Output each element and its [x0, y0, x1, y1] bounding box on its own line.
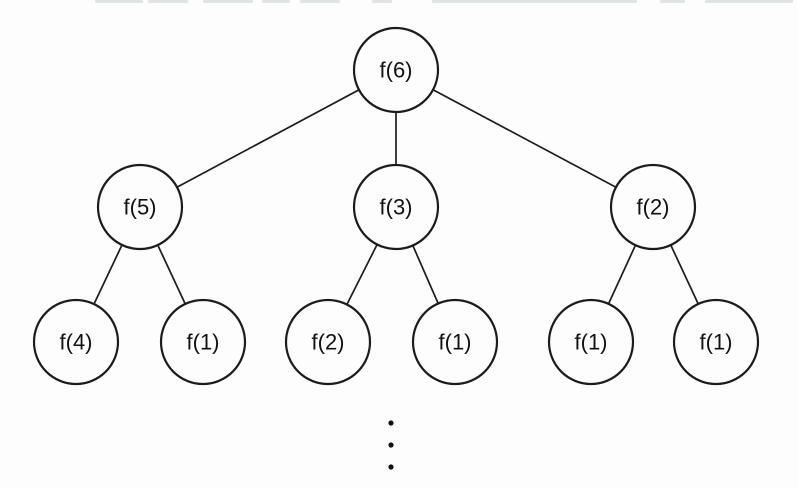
node-circle [159, 298, 247, 386]
node-label: f(1) [439, 330, 472, 355]
scan-artifact-6 [432, 0, 637, 3]
node-label: f(6) [380, 58, 413, 83]
node-label: f(5) [124, 195, 157, 220]
node-label: f(1) [187, 330, 220, 355]
scan-artifact-8 [705, 0, 793, 3]
node-label: f(1) [700, 330, 733, 355]
tree-edge-n0-n1 [139, 69, 397, 208]
tree-node-n7: f(1) [411, 298, 499, 386]
scan-artifact-5 [372, 0, 392, 3]
tree-node-n8: f(1) [547, 298, 635, 386]
ellipsis-dot-0 [388, 420, 394, 426]
node-circle [609, 163, 697, 251]
node-circle [672, 298, 760, 386]
tree-node-n2: f(3) [352, 163, 440, 251]
node-circle [352, 163, 440, 251]
tree-node-n0: f(6) [352, 26, 440, 114]
ellipsis-dot-1 [388, 442, 394, 448]
node-label: f(2) [637, 195, 670, 220]
tree-nodes: f(6) f(5) f(3) f(2) f(4) f(1) f(2) f(1) f(1) f(1) [32, 26, 760, 386]
node-circle [96, 163, 184, 251]
ellipsis-dots [388, 420, 394, 470]
node-circle [32, 298, 120, 386]
ellipsis-dot-2 [388, 464, 394, 470]
node-circle [284, 298, 372, 386]
node-label: f(1) [575, 330, 608, 355]
node-circle [352, 26, 440, 114]
tree-node-n1: f(5) [96, 163, 184, 251]
tree-node-n6: f(2) [284, 298, 372, 386]
node-circle [411, 298, 499, 386]
tree-edge-n0-n3 [395, 69, 654, 208]
scan-artifact-3 [262, 0, 290, 3]
scan-artifact-7 [660, 0, 685, 3]
scan-artifact-4 [300, 0, 340, 3]
scan-artifact-2 [203, 0, 253, 3]
tree-node-n9: f(1) [672, 298, 760, 386]
scan-artifact-0 [95, 0, 143, 3]
node-label: f(2) [312, 330, 345, 355]
tree-node-n4: f(4) [32, 298, 120, 386]
node-circle [547, 298, 635, 386]
tree-node-n5: f(1) [159, 298, 247, 386]
tree-node-n3: f(2) [609, 163, 697, 251]
node-label: f(4) [60, 330, 93, 355]
scan-artifact-1 [148, 0, 188, 3]
node-label: f(3) [380, 195, 413, 220]
